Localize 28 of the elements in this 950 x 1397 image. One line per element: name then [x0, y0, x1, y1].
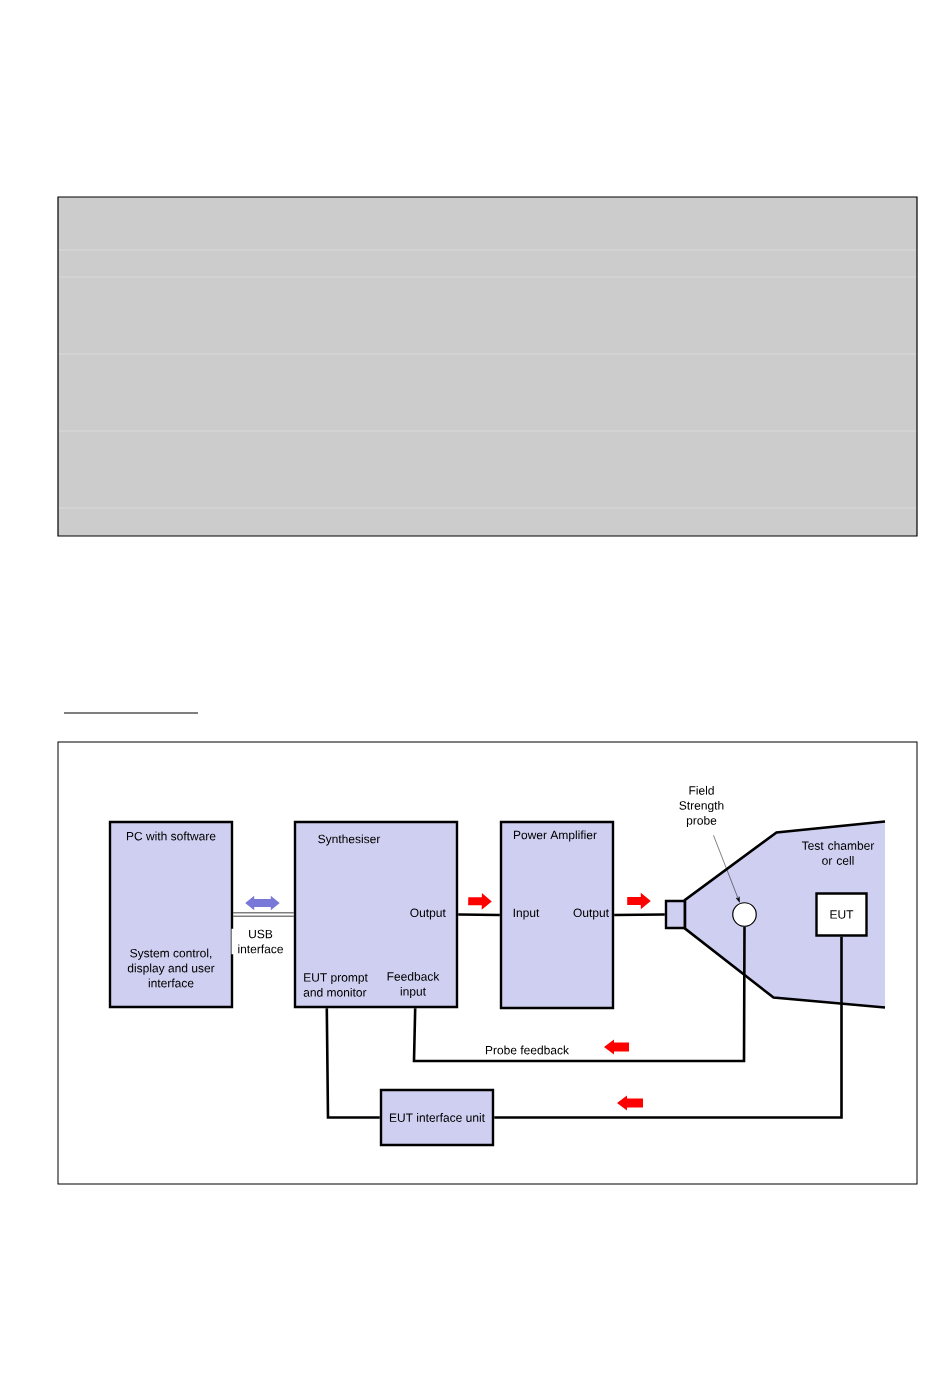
box-title: Synthesiser	[318, 834, 381, 846]
usb-cable	[233, 912, 294, 917]
process-box	[293, 820, 459, 1009]
connector-line	[458, 913, 500, 917]
connector-line	[325, 1008, 380, 1119]
process-box	[108, 820, 234, 1009]
port-label: Feedback input	[387, 971, 440, 999]
port-label: EUT prompt and monitor	[303, 973, 368, 997]
edge-label: Probe feedback	[483, 1044, 571, 1056]
antenna	[664, 899, 687, 930]
probe-label: Field Strength probe	[679, 785, 724, 828]
port-label: Output	[410, 908, 446, 920]
edge-label: USB interface	[231, 928, 290, 955]
port-label: Output	[573, 908, 609, 920]
block-arrow	[245, 895, 280, 911]
port-label: Input	[513, 908, 540, 920]
box-title: Power Amplifier	[513, 830, 597, 842]
box-title: PC with software	[126, 831, 216, 841]
box-title: Test chamber or cell	[801, 841, 875, 865]
probe-circle	[732, 902, 757, 927]
device-box: EUT	[815, 892, 868, 937]
connector-line	[494, 936, 843, 1119]
process-box: EUT interface unit	[379, 1088, 495, 1147]
box-text: System control, display and user interface	[127, 948, 215, 988]
connector-line	[412, 926, 746, 1063]
connector-line	[614, 913, 665, 917]
process-box	[499, 820, 615, 1010]
leader-line	[713, 835, 740, 903]
